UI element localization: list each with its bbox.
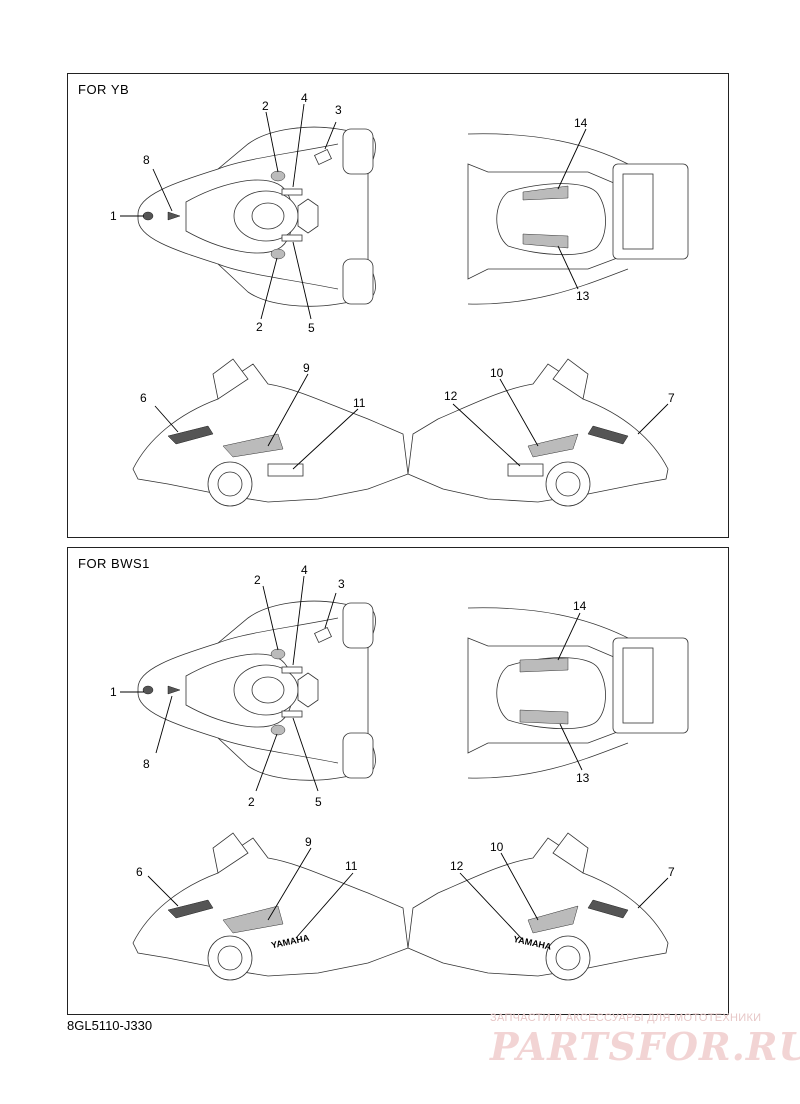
panel-title: FOR YB — [78, 82, 130, 97]
callout-6: 6 — [136, 865, 143, 879]
callout-3: 3 — [335, 103, 342, 117]
top-view-callouts: 1 2 2 3 4 5 8 — [110, 91, 342, 335]
callout-10: 10 — [490, 840, 504, 854]
callout-3: 3 — [338, 577, 345, 591]
scooter-rear-top-view: 14 13 — [467, 599, 689, 785]
callout-13: 13 — [576, 289, 590, 303]
callout-12: 12 — [450, 859, 464, 873]
scooter-top-view — [137, 600, 376, 781]
callout-8: 8 — [143, 757, 150, 771]
scooter-decal-diagram: 1 2 2 3 4 5 8 14 13 — [110, 91, 689, 507]
callout-11: 11 — [345, 859, 358, 873]
callout-12: 12 — [444, 389, 458, 403]
callout-5: 5 — [315, 795, 322, 809]
callout-1: 1 — [110, 209, 117, 223]
callout-2-upper: 2 — [262, 99, 269, 113]
callout-2-lower: 2 — [248, 795, 255, 809]
watermark-tagline: ЗАПЧАСТИ И АКСЕССУАРЫ ДЛЯ МОТОТЕХНИКИ — [490, 1012, 762, 1024]
callout-9: 9 — [305, 835, 312, 849]
callout-4: 4 — [301, 91, 308, 105]
callout-14: 14 — [574, 116, 588, 130]
scooter-rear-top-view: 14 13 — [467, 116, 689, 305]
diagram-panel-yb: FOR YB — [67, 73, 729, 538]
callout-6: 6 — [140, 391, 147, 405]
callout-2-lower: 2 — [256, 320, 263, 334]
callout-13: 13 — [576, 771, 590, 785]
part-code: 8GL5110-J330 — [67, 1018, 153, 1033]
callout-7: 7 — [668, 391, 675, 405]
scooter-right-side-view: 10 12 7 — [407, 358, 675, 507]
callout-4: 4 — [301, 563, 308, 577]
callout-9: 9 — [303, 361, 310, 375]
callout-11: 11 — [353, 396, 366, 410]
top-view-callouts: 1 2 2 3 4 5 8 — [110, 563, 345, 809]
callout-5: 5 — [308, 321, 315, 335]
callout-14: 14 — [573, 599, 587, 613]
callout-10: 10 — [490, 366, 504, 380]
callout-2-upper: 2 — [254, 573, 261, 587]
scooter-left-side-view: YAMAHA 6 9 11 — [132, 832, 409, 981]
watermark-logo: PARTSFOR.RU — [490, 1024, 800, 1069]
scooter-right-side-view: YAMAHA 10 12 7 — [407, 832, 675, 981]
diagram-panel-bws1: FOR BWS1 1 — [67, 547, 729, 1015]
scooter-left-side-view: 6 9 11 — [132, 358, 409, 507]
scooter-top-view — [137, 126, 376, 307]
scooter-decal-diagram: 1 2 2 3 4 5 8 14 13 — [110, 563, 689, 981]
callout-8: 8 — [143, 153, 150, 167]
callout-1: 1 — [110, 685, 117, 699]
callout-7: 7 — [668, 865, 675, 879]
panel-title: FOR BWS1 — [78, 556, 150, 571]
